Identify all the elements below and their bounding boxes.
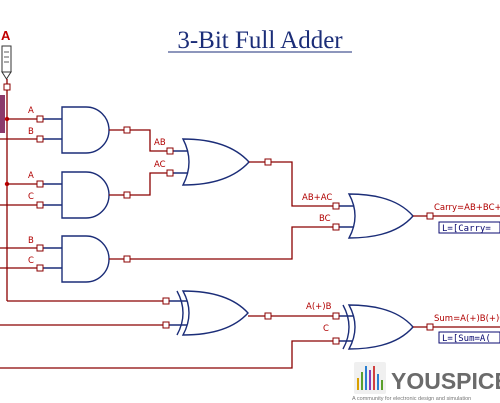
label-ac: AC bbox=[154, 160, 166, 170]
pin bbox=[36, 264, 44, 272]
and-gate-1[interactable] bbox=[61, 106, 110, 154]
label-and3-b: B bbox=[28, 236, 34, 246]
label-and1-a: A bbox=[28, 106, 34, 116]
xor1-back-curve bbox=[176, 290, 184, 336]
pin bbox=[123, 191, 131, 199]
pin bbox=[166, 169, 174, 177]
pin bbox=[123, 255, 131, 263]
or-gate-1[interactable] bbox=[181, 138, 250, 186]
and-gate-2[interactable] bbox=[61, 171, 110, 219]
pin bbox=[426, 212, 434, 220]
label-xor-c: C bbox=[323, 324, 329, 334]
pin bbox=[3, 83, 11, 91]
pin bbox=[332, 337, 340, 345]
pin bbox=[162, 297, 170, 305]
pin bbox=[264, 312, 272, 320]
or-gate-2[interactable] bbox=[347, 193, 414, 239]
page-title: 3-Bit Full Adder bbox=[177, 27, 343, 54]
label-and2-a: A bbox=[28, 171, 34, 181]
pin bbox=[332, 312, 340, 320]
label-ab: AB bbox=[154, 138, 166, 148]
xor2-back-curve bbox=[342, 304, 350, 350]
carry-probe-text: L=[Carry= bbox=[442, 224, 491, 234]
wire-bc bbox=[109, 226, 336, 260]
label-and1-b: B bbox=[28, 127, 34, 137]
wire-ac bbox=[109, 172, 170, 196]
label-ab-ac: AB+AC bbox=[302, 193, 332, 203]
wire-c-xor2 bbox=[0, 340, 336, 369]
xor-gate-1[interactable] bbox=[181, 290, 249, 336]
pin bbox=[36, 135, 44, 143]
pin bbox=[162, 321, 170, 329]
brand-name: YOUSPICE bbox=[391, 368, 500, 394]
input-source-block bbox=[0, 95, 5, 133]
pin bbox=[332, 223, 340, 231]
pin bbox=[36, 115, 44, 123]
input-probe-icon[interactable] bbox=[1, 45, 12, 80]
carry-label: Carry=AB+BC+AC bbox=[434, 203, 500, 213]
pin bbox=[123, 126, 131, 134]
sum-probe[interactable]: L=[Sum=A( bbox=[438, 331, 500, 344]
label-and2-c: C bbox=[28, 192, 34, 202]
brand-tagline: A community for electronic design and si… bbox=[352, 396, 471, 402]
and-gate-3[interactable] bbox=[61, 235, 110, 283]
label-bc: BC bbox=[319, 214, 331, 224]
pin bbox=[332, 202, 340, 210]
pin bbox=[36, 180, 44, 188]
input-probe-label: A bbox=[1, 28, 11, 43]
pin bbox=[426, 323, 434, 331]
pin bbox=[36, 201, 44, 209]
xor-gate-2[interactable] bbox=[347, 304, 414, 350]
sum-probe-text: L=[Sum=A( bbox=[442, 334, 491, 344]
carry-probe[interactable]: L=[Carry= bbox=[438, 221, 500, 234]
label-a-xor-b: A(+)B bbox=[306, 302, 332, 312]
pin bbox=[264, 158, 272, 166]
pin bbox=[166, 147, 174, 155]
youspice-logo-icon bbox=[354, 362, 386, 394]
sum-label: Sum=A(+)B(+)C bbox=[434, 314, 500, 324]
pin bbox=[36, 244, 44, 252]
label-and3-c: C bbox=[28, 256, 34, 266]
